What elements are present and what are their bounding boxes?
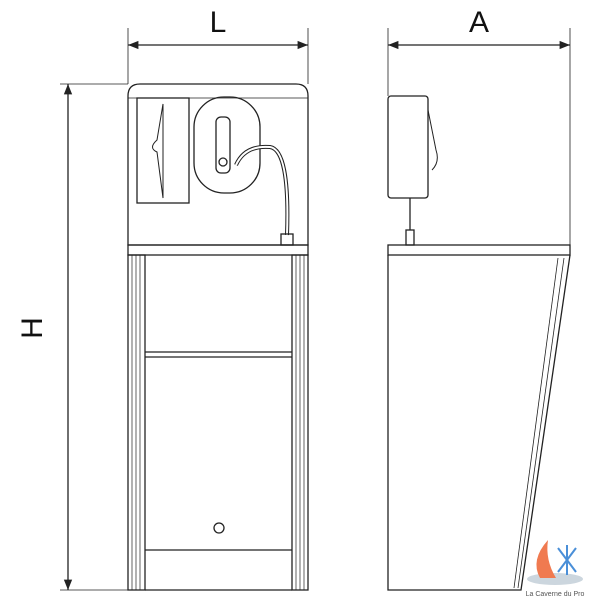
front-view [127,83,309,591]
watermark-logo: La Caverne du Pro [526,540,585,598]
dimension-width: L [127,6,309,84]
side-view [387,95,571,591]
dimension-depth: A [387,6,571,245]
watermark-text: La Caverne du Pro [526,591,585,598]
width-label: L [210,6,227,39]
soap-dispenser [193,96,261,194]
drain-knob [213,522,225,534]
dimension-height: H [16,83,128,591]
height-label: H [16,317,49,339]
towel-dispenser [136,97,190,204]
depth-label: A [469,6,489,39]
